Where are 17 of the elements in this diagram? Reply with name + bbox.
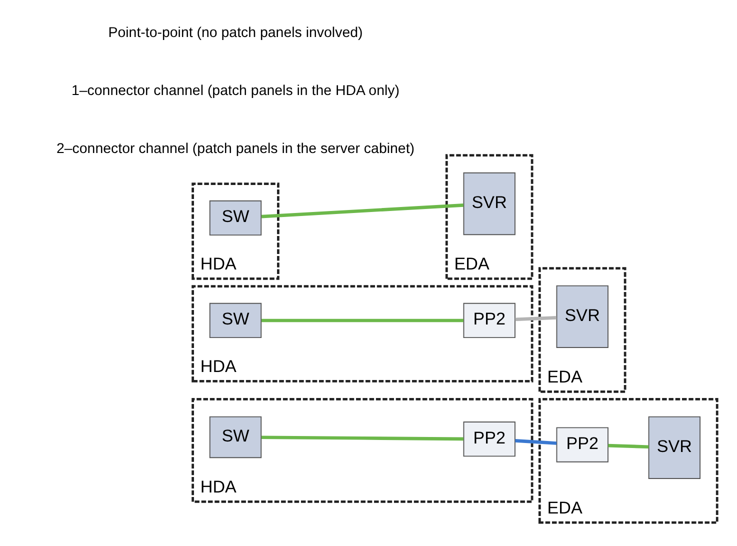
connector bbox=[261, 203, 464, 218]
label: 1–connector channel (patch panels in the HDA only) bbox=[71, 82, 400, 99]
node-box: PP2 bbox=[556, 426, 608, 462]
connector bbox=[608, 443, 649, 448]
node-box: SW bbox=[209, 302, 262, 338]
node-box: SW bbox=[209, 200, 262, 236]
node-box: SW bbox=[209, 416, 262, 458]
node-box: SVR bbox=[648, 416, 700, 478]
label: Point-to-point (no patch panels involved) bbox=[108, 24, 363, 41]
label: 2–connector channel (patch panels in the server cabinet) bbox=[56, 140, 415, 156]
node-box: SVR bbox=[463, 172, 516, 235]
node-box: PP2 bbox=[463, 421, 516, 456]
node-box: SVR bbox=[556, 284, 608, 348]
connector bbox=[262, 435, 464, 440]
connector bbox=[262, 318, 464, 322]
node-box: PP2 bbox=[463, 302, 516, 338]
connector bbox=[515, 316, 557, 321]
